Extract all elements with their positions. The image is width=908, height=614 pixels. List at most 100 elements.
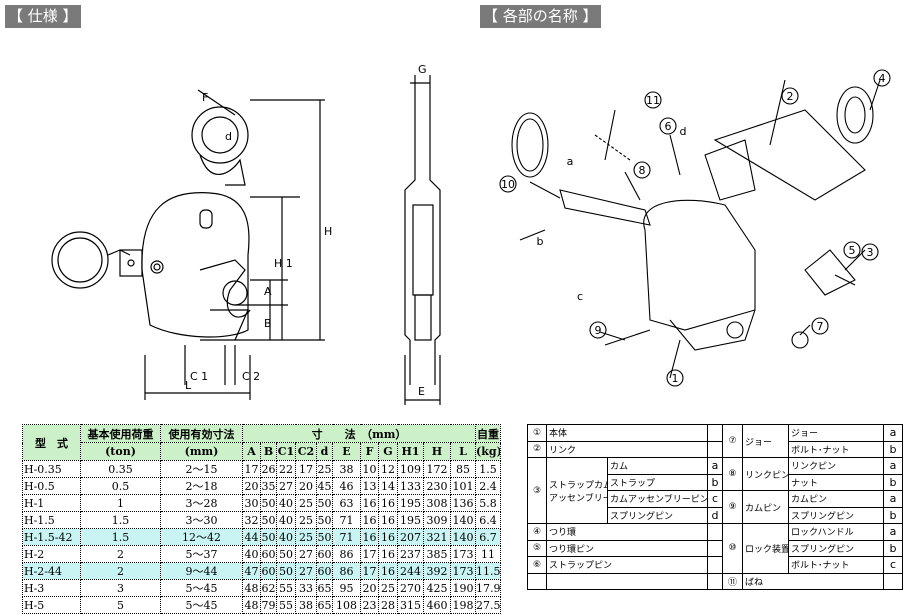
model-cell: H-2 xyxy=(22,545,81,563)
dim-cell: 207 xyxy=(397,528,424,546)
header-dim-a: A xyxy=(242,442,261,461)
dim-cell: 16 xyxy=(360,494,379,512)
sub-letter: c xyxy=(707,490,724,508)
dim-cell: 17 xyxy=(360,562,379,580)
dim-cell: 28 xyxy=(378,596,398,614)
dim-cell: 16 xyxy=(378,511,398,529)
model-cell: H-5 xyxy=(22,596,81,614)
part-num: ⑥ xyxy=(527,556,547,574)
dim-cell: 16 xyxy=(360,511,379,529)
sub-part: リンクピン xyxy=(788,457,885,475)
callout-2: 2 xyxy=(787,90,794,103)
dim-cell: 109 xyxy=(397,460,424,478)
weight-cell: 2.4 xyxy=(475,477,502,495)
dim-cell: 17 xyxy=(242,460,261,478)
dim-cell: 16 xyxy=(378,494,398,512)
model-cell: H-1.5 xyxy=(22,511,81,529)
label-L: L xyxy=(185,379,192,392)
sub-letter: c xyxy=(883,556,904,574)
part-num: ② xyxy=(527,440,547,458)
dim-cell: 85 xyxy=(449,460,477,478)
header-range-unit: (mm) xyxy=(160,442,243,461)
dim-cell: 38 xyxy=(295,596,317,614)
part-callouts xyxy=(499,69,891,387)
dim-cell: 195 xyxy=(397,494,424,512)
model-cell: H-1.5-42 xyxy=(22,528,81,546)
dim-cell: 25 xyxy=(295,511,317,529)
dim-cell: 315 xyxy=(397,596,424,614)
spec-heading: 【 仕様 】 xyxy=(5,5,81,28)
dim-cell: 33 xyxy=(295,579,317,597)
sub-part: ボルト･ナット xyxy=(788,440,885,458)
sub-letter: a xyxy=(883,457,904,475)
dim-cell: 173 xyxy=(449,545,477,563)
dim-cell: 86 xyxy=(332,562,361,580)
dim-cell: 20 xyxy=(242,477,261,495)
range-cell: 9～44 xyxy=(160,562,243,580)
dim-cell: 190 xyxy=(449,579,477,597)
dim-cell: 95 xyxy=(332,579,361,597)
load-cell: 3 xyxy=(80,579,161,597)
dim-cell: 65 xyxy=(316,596,333,614)
label-d: d xyxy=(225,130,232,143)
dim-cell: 133 xyxy=(397,477,424,495)
dim-cell: 14 xyxy=(378,477,398,495)
header-range: 使用有効寸法 xyxy=(160,424,243,443)
sub-letter: d xyxy=(707,506,724,524)
part-num: ⑪ xyxy=(722,572,744,590)
header-weight-unit: (kg) xyxy=(475,442,502,461)
dim-cell: 425 xyxy=(423,579,451,597)
weight-cell: 6.4 xyxy=(475,511,502,529)
range-cell: 12～42 xyxy=(160,528,243,546)
part-name: つり環ピン xyxy=(545,539,709,557)
load-cell: 1 xyxy=(80,494,161,512)
letter-b: b xyxy=(537,235,544,248)
header-dim-g: G xyxy=(378,442,398,461)
dim-cell: 108 xyxy=(332,596,361,614)
header-dim-d: d xyxy=(316,442,333,461)
part-name: つり環 xyxy=(545,523,709,541)
sub-part: カム xyxy=(606,457,709,475)
dim-cell: 46 xyxy=(332,477,361,495)
dim-cell: 40 xyxy=(276,511,296,529)
callout-10: 10 xyxy=(501,178,515,191)
part-num: ⑦ xyxy=(722,424,744,458)
range-cell: 3～28 xyxy=(160,494,243,512)
sub-part: ナット xyxy=(788,473,885,491)
part-num: ⑤ xyxy=(527,539,547,557)
dim-cell: 60 xyxy=(260,545,277,563)
part-num: ① xyxy=(527,424,547,442)
dim-cell: 71 xyxy=(332,528,361,546)
header-dim-b: B xyxy=(260,442,277,461)
dim-cell: 50 xyxy=(276,562,296,580)
sub-part: スプリングピン xyxy=(606,506,709,524)
label-H: H xyxy=(324,225,332,238)
dim-cell: 173 xyxy=(449,562,477,580)
sub-part: ジョー xyxy=(788,424,885,442)
callout-7: 7 xyxy=(817,320,824,333)
sub-letter: b xyxy=(883,440,904,458)
header-weight: 自重 xyxy=(475,424,502,443)
dim-cell: 86 xyxy=(332,545,361,563)
callout-11: 11 xyxy=(646,94,660,107)
weight-cell: 27.5 xyxy=(475,596,502,614)
dim-cell: 25 xyxy=(316,460,333,478)
load-cell: 2 xyxy=(80,562,161,580)
part-name: リンクピン xyxy=(742,457,790,491)
dim-cell: 17 xyxy=(360,545,379,563)
header-model: 型 式 xyxy=(22,424,81,461)
dim-cell: 30 xyxy=(242,494,261,512)
label-H1: H 1 xyxy=(274,257,293,270)
dim-cell: 25 xyxy=(295,494,317,512)
part-name: ジョー xyxy=(742,424,790,458)
dim-cell: 60 xyxy=(316,562,333,580)
